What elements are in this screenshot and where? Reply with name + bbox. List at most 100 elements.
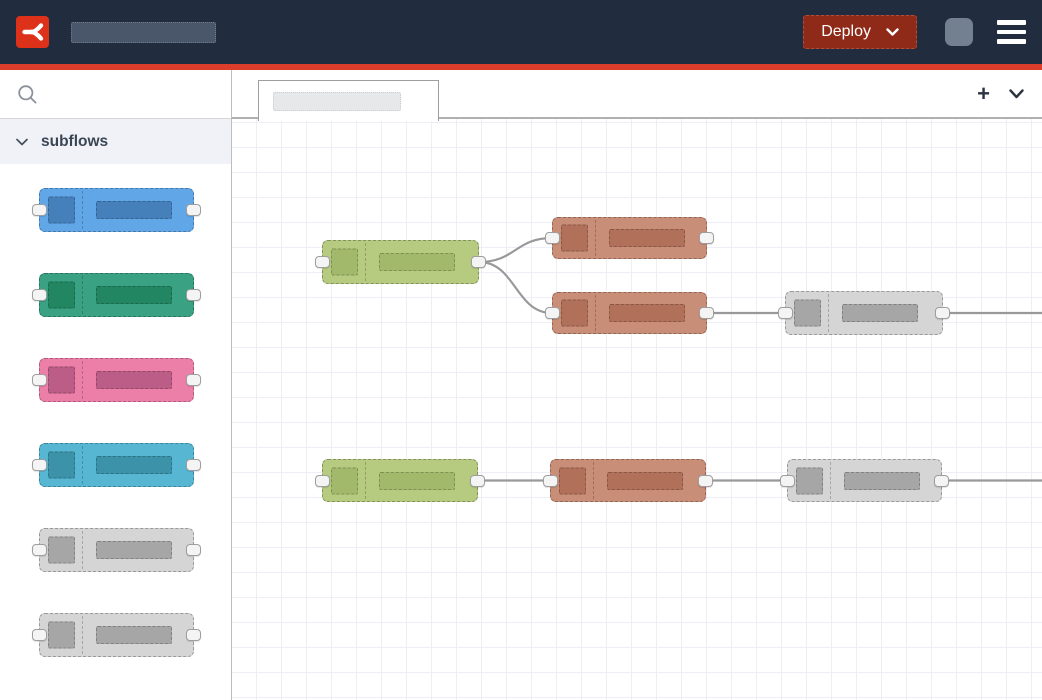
node-output-port[interactable] xyxy=(934,474,949,487)
flow-tab-label-placeholder xyxy=(273,91,401,111)
user-avatar[interactable] xyxy=(945,18,973,46)
node-input-port[interactable] xyxy=(780,474,795,487)
flow-canvas[interactable] xyxy=(232,119,1042,700)
flow-node-n3-salmon[interactable] xyxy=(545,292,714,334)
palette-search[interactable] xyxy=(0,70,231,119)
chevron-down-icon xyxy=(1009,88,1024,98)
node-output-port[interactable] xyxy=(186,374,201,386)
node-icon-divider xyxy=(828,294,829,332)
node-input-port[interactable] xyxy=(315,256,330,268)
add-flow-button[interactable]: + xyxy=(977,80,990,106)
node-label-placeholder xyxy=(96,541,172,559)
node-input-port[interactable] xyxy=(32,459,47,471)
palette-node-list xyxy=(0,164,231,700)
node-icon-divider xyxy=(595,295,596,331)
node-input-port[interactable] xyxy=(32,204,47,216)
node-label-placeholder xyxy=(842,304,918,322)
wire-layer xyxy=(478,236,1042,482)
node-output-port[interactable] xyxy=(186,204,201,216)
node-icon-divider xyxy=(365,462,366,499)
node-label-placeholder xyxy=(96,456,172,474)
palette-sidebar: subflows xyxy=(0,70,232,700)
node-label-placeholder xyxy=(96,371,172,389)
node-icon xyxy=(331,467,358,494)
node-input-port[interactable] xyxy=(545,307,560,319)
node-icon-divider xyxy=(82,446,83,484)
flow-node-n2-salmon[interactable] xyxy=(545,217,714,259)
node-output-port[interactable] xyxy=(935,307,950,319)
node-label-placeholder xyxy=(609,229,685,247)
node-label-placeholder xyxy=(844,471,920,490)
main-menu-icon[interactable] xyxy=(997,16,1026,48)
node-icon-divider xyxy=(593,462,594,499)
deploy-button[interactable]: Deploy xyxy=(803,15,917,49)
palette-node-subflow-gray[interactable] xyxy=(32,528,201,572)
node-input-port[interactable] xyxy=(315,474,330,487)
node-label-placeholder xyxy=(609,304,685,322)
node-label-placeholder xyxy=(607,471,683,490)
palette-node-subflow-green[interactable] xyxy=(32,273,201,317)
node-icon xyxy=(48,451,75,479)
node-icon-divider xyxy=(365,243,366,281)
palette-category-subflows[interactable]: subflows xyxy=(0,119,231,164)
node-output-port[interactable] xyxy=(470,474,485,487)
node-output-port[interactable] xyxy=(186,629,201,641)
node-icon xyxy=(561,224,588,252)
node-input-port[interactable] xyxy=(32,289,47,301)
workspace: + xyxy=(232,70,1042,700)
node-icon-divider xyxy=(82,616,83,654)
node-input-port[interactable] xyxy=(778,307,793,319)
node-input-port[interactable] xyxy=(32,629,47,641)
node-icon-divider xyxy=(830,462,831,499)
node-output-port[interactable] xyxy=(699,307,714,319)
palette-node-subflow-pink[interactable] xyxy=(32,358,201,402)
workspace-tab-bar: + xyxy=(232,70,1042,121)
node-output-port[interactable] xyxy=(186,459,201,471)
flow-node-n6-salmon[interactable] xyxy=(543,459,713,502)
header-accent-line xyxy=(0,64,1042,70)
deploy-button-label: Deploy xyxy=(821,23,871,40)
node-output-port[interactable] xyxy=(186,289,201,301)
flow-node-n4-gray[interactable] xyxy=(778,291,950,335)
node-icon xyxy=(796,467,823,494)
node-icon-divider xyxy=(82,276,83,314)
node-icon xyxy=(559,467,586,494)
node-icon xyxy=(48,281,75,309)
palette-node-subflow-gray[interactable] xyxy=(32,613,201,657)
chevron-down-icon xyxy=(16,138,28,145)
wire[interactable] xyxy=(478,260,553,315)
node-icon xyxy=(561,299,588,327)
flow-node-n1-olive[interactable] xyxy=(315,240,486,284)
node-input-port[interactable] xyxy=(545,232,560,244)
node-icon xyxy=(331,248,358,276)
node-label-placeholder xyxy=(96,201,172,219)
node-output-port[interactable] xyxy=(699,232,714,244)
deploy-caret-icon[interactable] xyxy=(886,27,899,37)
wire[interactable] xyxy=(478,236,553,264)
node-label-placeholder xyxy=(379,471,455,490)
list-flows-button[interactable] xyxy=(1009,88,1024,99)
palette-node-subflow-blue[interactable] xyxy=(32,188,201,232)
node-icon-divider xyxy=(82,531,83,569)
node-icon xyxy=(794,299,821,327)
node-icon xyxy=(48,621,75,649)
node-output-port[interactable] xyxy=(698,474,713,487)
flow-node-n5-olive[interactable] xyxy=(315,459,485,502)
node-label-placeholder xyxy=(96,626,172,644)
node-input-port[interactable] xyxy=(32,374,47,386)
palette-node-subflow-cyan[interactable] xyxy=(32,443,201,487)
node-icon xyxy=(48,366,75,394)
node-icon-divider xyxy=(82,361,83,399)
flow-node-n7-gray[interactable] xyxy=(780,459,949,502)
node-output-port[interactable] xyxy=(471,256,486,268)
node-output-port[interactable] xyxy=(186,544,201,556)
node-label-placeholder xyxy=(96,286,172,304)
palette-category-label: subflows xyxy=(41,132,109,150)
header-bar: Deploy xyxy=(0,0,1042,64)
node-input-port[interactable] xyxy=(543,474,558,487)
flow-tab[interactable] xyxy=(258,80,439,121)
node-icon-divider xyxy=(595,220,596,256)
workspace-title-placeholder xyxy=(71,21,216,43)
node-input-port[interactable] xyxy=(32,544,47,556)
